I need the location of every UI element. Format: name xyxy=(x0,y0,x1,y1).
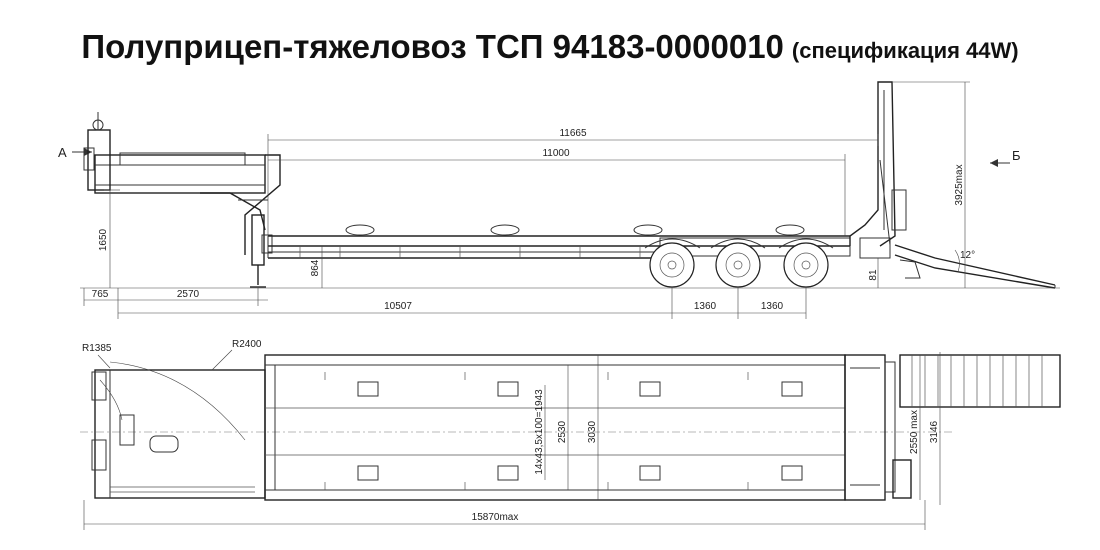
dim-ramp-angle: 12° xyxy=(960,250,975,261)
dim-864: 864 xyxy=(310,259,321,276)
dim-2570: 2570 xyxy=(177,289,200,300)
top-view: R1385 R2400 14x43,5x100=1943 2530 3030 2… xyxy=(80,339,1061,530)
view-label-b: Б xyxy=(1012,148,1021,163)
wheel-3 xyxy=(783,242,829,288)
top-dimensions: R1385 R2400 14x43,5x100=1943 2530 3030 2… xyxy=(82,339,941,530)
view-arrow-a: А xyxy=(58,145,92,160)
top-gooseneck xyxy=(91,361,266,499)
dim-3030: 3030 xyxy=(587,420,598,443)
wheel-1 xyxy=(649,242,695,288)
dim-3146: 3146 xyxy=(929,420,940,443)
top-rear xyxy=(844,354,1061,501)
stake-pockets xyxy=(299,246,641,258)
dim-r1385: R1385 xyxy=(82,343,112,354)
dim-15870max: 15870max xyxy=(472,512,519,523)
top-deck xyxy=(264,354,846,501)
view-arrow-b: Б xyxy=(990,148,1021,167)
side-dimensions: 11665 11000 3925max 1650 864 765 2570 xyxy=(80,81,1060,319)
diagram-title: Полуприцеп-тяжеловоз ТСП 94183-0000010 (с… xyxy=(0,28,1100,66)
dim-81: 81 xyxy=(868,269,879,281)
dim-2550max: 2550 max xyxy=(909,410,920,454)
deck-marks xyxy=(324,372,749,490)
dim-2530: 2530 xyxy=(557,420,568,443)
side-view: А Б xyxy=(58,81,1060,319)
dim-1360-b: 1360 xyxy=(761,301,784,312)
dim-10507: 10507 xyxy=(384,301,412,312)
dim-765: 765 xyxy=(92,289,109,300)
axle-group xyxy=(644,238,834,288)
dim-3925max: 3925max xyxy=(954,164,965,205)
main-deck xyxy=(267,224,851,259)
dim-1360-a: 1360 xyxy=(694,301,717,312)
dim-hole-pattern: 14x43,5x100=1943 xyxy=(534,389,545,475)
title-main: Полуприцеп-тяжеловоз ТСП 94183-0000010 xyxy=(81,28,784,65)
dim-1650: 1650 xyxy=(98,228,109,251)
view-label-a: А xyxy=(58,145,67,160)
dim-r2400: R2400 xyxy=(232,339,262,350)
gooseneck xyxy=(83,112,281,288)
title-spec: (спецификация 44W) xyxy=(791,38,1019,63)
tie-down-brackets xyxy=(357,381,803,481)
wheel-2 xyxy=(715,242,761,288)
rear-ramp xyxy=(849,81,1056,289)
top-ramp xyxy=(892,354,1061,499)
dim-11665: 11665 xyxy=(559,128,587,139)
lashing-rings xyxy=(345,224,805,236)
dim-11000: 11000 xyxy=(542,148,570,159)
